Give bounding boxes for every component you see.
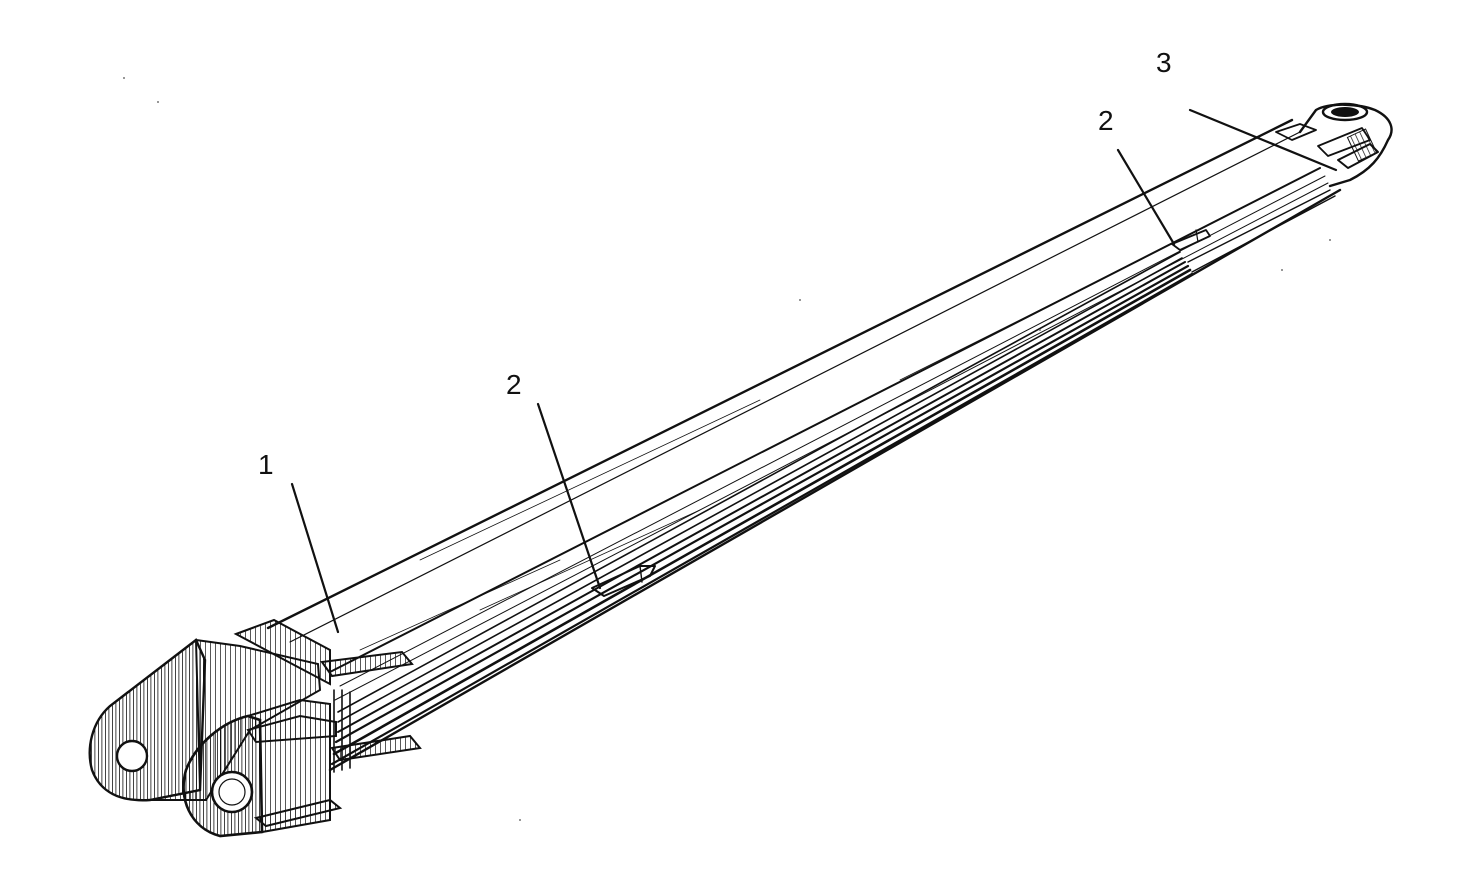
right-clip — [1171, 229, 1211, 251]
left-eye-end — [88, 618, 422, 838]
callout-2-mid: 2 — [506, 369, 522, 400]
callout-2-right: 2 — [1098, 105, 1114, 136]
callout-3: 3 — [1156, 47, 1172, 78]
paper-specks — [123, 77, 1331, 821]
callout-labels: 1 2 2 3 — [258, 47, 1172, 480]
callout-1: 1 — [258, 449, 274, 480]
leader-lines — [290, 108, 1338, 634]
tapered-beam — [266, 118, 1342, 772]
right-eye-end — [1275, 102, 1393, 188]
mid-clip — [591, 565, 656, 597]
